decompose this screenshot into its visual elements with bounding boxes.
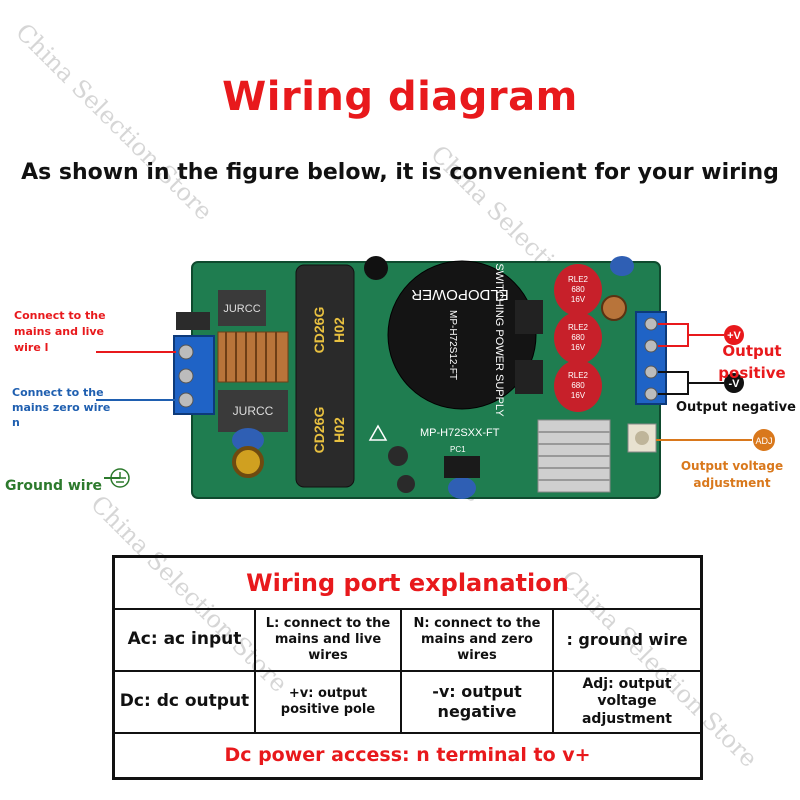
table-cell-plus-v: +v: output positive pole — [255, 671, 401, 733]
pc1-label: PC1 — [450, 445, 466, 454]
fuse — [176, 312, 210, 330]
module-type: SWITCHING POWER SUPPLY — [493, 263, 505, 417]
adj-dot — [753, 429, 775, 451]
y-capacitor-3 — [610, 256, 634, 276]
output-negative-label: Output negative — [676, 400, 796, 415]
bulk-cap-label-1: CD26G — [311, 307, 327, 354]
plus-v-dot — [724, 325, 744, 345]
wiring-port-table: Wiring port explanation Ac: ac input L: … — [112, 555, 703, 780]
cap1-label-3: 16V — [571, 295, 586, 304]
cap2-label-1: RLE2 — [568, 323, 589, 332]
cap3-label-2: 680 — [571, 381, 585, 390]
small-cap-2 — [397, 475, 415, 493]
table-cell-minus-v: -v: output negative — [401, 671, 553, 733]
ground-label: Ground wire — [5, 478, 102, 494]
output-adjust-label: Output voltage adjustment — [680, 459, 784, 490]
diode-1 — [515, 300, 543, 334]
mains-live-label: Connect to the mains and live wire l — [14, 309, 106, 354]
table-title: Wiring port explanation — [114, 557, 701, 609]
table-footer: Dc power access: n terminal to v+ — [114, 733, 701, 778]
board-model: MP-H72SXX-FT — [420, 427, 500, 439]
table-cell-zero: N: connect to the mains and zero wires — [401, 609, 553, 671]
page-title: Wiring diagram — [222, 74, 578, 120]
minus-v-dot — [724, 373, 744, 393]
output-capacitors — [554, 264, 602, 412]
choke-bottom — [218, 390, 288, 432]
module-brand: ELDOPOWER — [411, 286, 509, 303]
output-inductor — [601, 295, 627, 321]
module-model: MP-H72S12-FT — [447, 310, 458, 380]
copper-coil — [217, 331, 289, 383]
mains-zero-label: Connect to the mains zero wire n — [12, 386, 111, 429]
ground-icon — [110, 468, 130, 488]
page-subtitle: As shown in the figure below, it is conv… — [21, 160, 779, 185]
cap1-label-1: RLE2 — [568, 275, 589, 284]
choke-top-label: JURCC — [223, 303, 260, 315]
cap3-label-3: 16V — [571, 391, 586, 400]
choke-top — [218, 290, 266, 326]
plus-v-label: +V — [727, 330, 741, 342]
warning-triangle — [368, 424, 388, 441]
optocoupler — [444, 456, 480, 478]
bulk-cap-label-2: H02 — [331, 317, 347, 343]
table-cell-ground: : ground wire — [553, 609, 701, 671]
bulk-capacitor — [295, 264, 355, 488]
y-capacitor-2 — [448, 477, 476, 499]
table-cell-dc: Dc: dc output — [114, 671, 255, 733]
bulk-cap-label-3: CD26G — [311, 407, 327, 454]
power-module — [387, 260, 537, 410]
table-cell-live: L: connect to the mains and live wires — [255, 609, 401, 671]
choke-bottom-label: JURCC — [233, 404, 274, 418]
adj-dot-label: ADJ — [755, 436, 772, 446]
cap2-label-3: 16V — [571, 343, 586, 352]
y-capacitor-1 — [232, 428, 264, 452]
bulk-cap-label-4: H02 — [331, 417, 347, 443]
thermistor — [364, 256, 388, 280]
output-positive-label: Output positive — [718, 342, 786, 382]
toroid — [232, 446, 264, 478]
small-cap-1 — [388, 446, 408, 466]
cap3-label-1: RLE2 — [568, 371, 589, 380]
table-cell-ac: Ac: ac input — [114, 609, 255, 671]
cap1-label-2: 680 — [571, 285, 585, 294]
table-cell-adj: Adj: output voltage adjustment — [553, 671, 701, 733]
minus-v-label: -V — [729, 378, 741, 390]
cap2-label-2: 680 — [571, 333, 585, 342]
diode-2 — [515, 360, 543, 394]
